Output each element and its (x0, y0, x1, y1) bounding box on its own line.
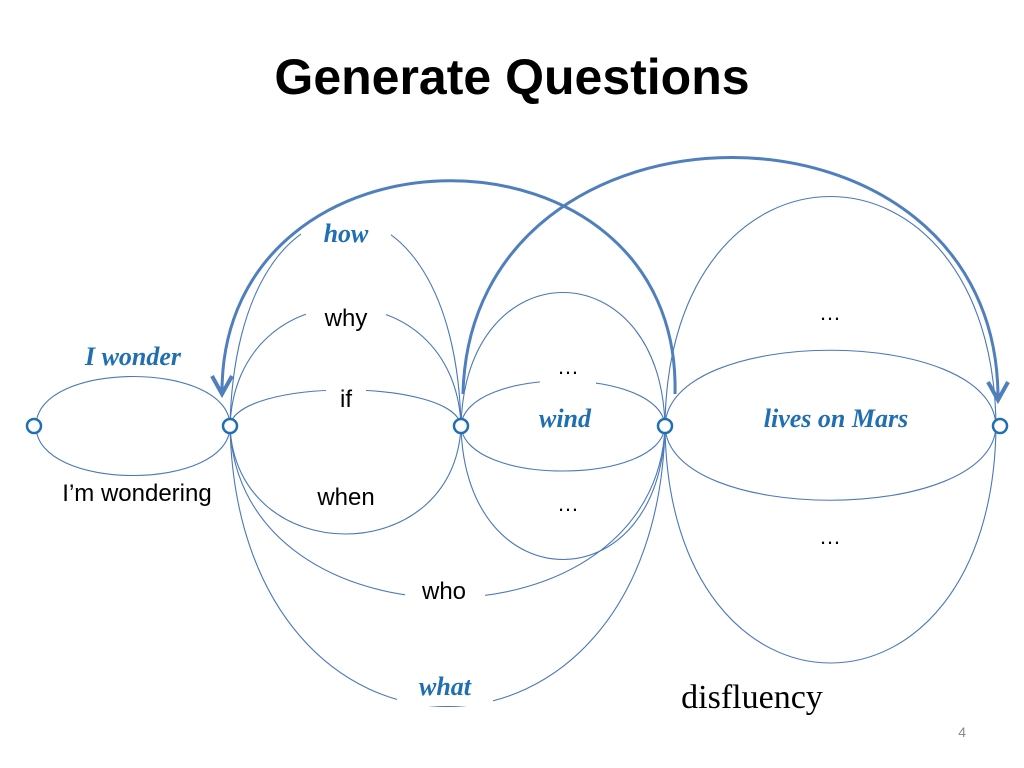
lattice-node-3 (656, 417, 674, 435)
arc-ellipsis-mid-top (460, 291, 666, 427)
arc-when (229, 425, 462, 535)
arc-ellipsis-right-bottom (664, 425, 997, 664)
label-ellipsis-mid-bottom: … (557, 491, 579, 516)
arc-i-wonder (35, 376, 231, 427)
label-how: how (324, 219, 369, 248)
arc-who (229, 425, 666, 599)
label-ellipsis-right-top: … (819, 300, 841, 325)
lattice-node-4 (991, 417, 1009, 435)
label-i-wonder: I wonder (84, 342, 182, 371)
lattice-node-1 (221, 417, 239, 435)
label-im-wondering: I’m wondering (62, 480, 211, 507)
arc-im-wondering (35, 425, 231, 476)
label-ellipsis-mid-top: … (557, 354, 579, 379)
arc-what (229, 425, 666, 707)
label-what: what (419, 672, 472, 701)
label-who: who (421, 578, 466, 605)
label-disfluency: disfluency (681, 679, 823, 716)
slide-title: Generate Questions (274, 49, 750, 105)
arc-ellipsis-right-top (664, 196, 997, 427)
disfluency-arrow-right (461, 156, 998, 398)
lattice-node-0 (25, 417, 43, 435)
page-number: 4 (958, 724, 966, 740)
label-if: if (340, 386, 352, 413)
arc-lives-on-mars-lower (664, 425, 997, 501)
arc-wind-lower (460, 425, 666, 472)
disfluency-arrow-left (222, 179, 677, 394)
lattice-node-2 (452, 417, 470, 435)
arc-ellipsis-mid-bottom (460, 425, 666, 561)
label-lives-on-mars: lives on Mars (764, 404, 908, 433)
label-when: when (316, 484, 374, 511)
arc-lives-on-mars (664, 349, 997, 427)
label-ellipsis-right-bottom: … (819, 524, 841, 549)
label-wind: wind (539, 404, 592, 433)
label-why: why (324, 305, 368, 332)
